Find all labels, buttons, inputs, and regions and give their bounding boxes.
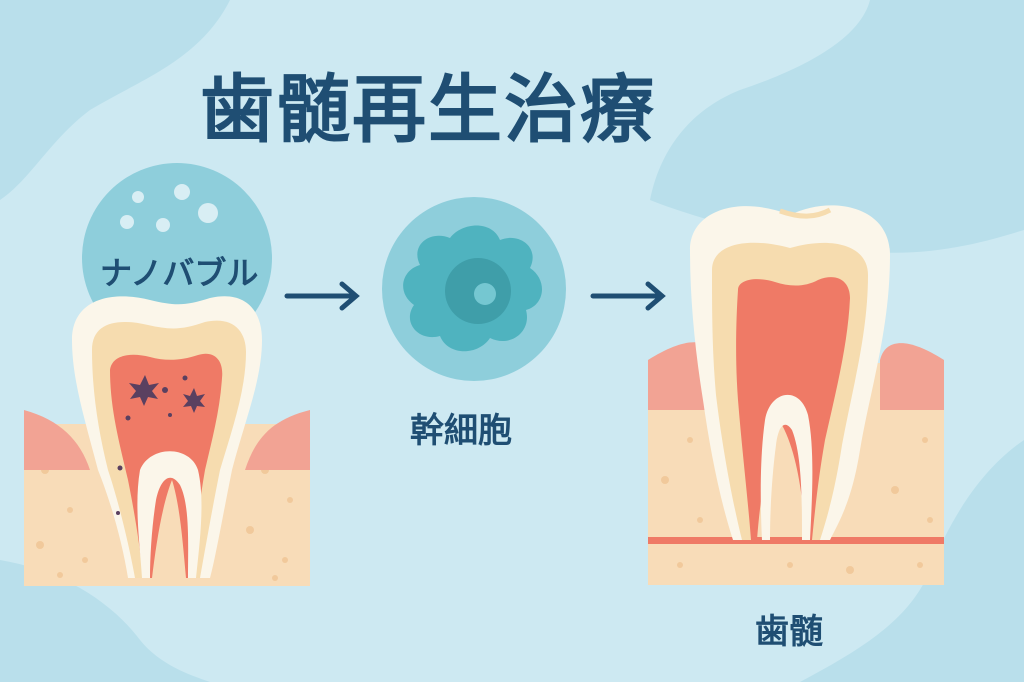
stem-cell	[382, 197, 566, 381]
stem-cell-label: 幹細胞	[410, 411, 512, 451]
blob-bottom-right	[800, 440, 1024, 682]
nanobubble-label: ナノバブル	[100, 254, 259, 292]
infected-tooth	[24, 296, 310, 586]
dental-pulp-label: 歯髄	[755, 612, 823, 652]
healthy-tooth	[648, 205, 944, 585]
page-title: 歯髄再生治療	[200, 67, 656, 153]
blob-bottom-left	[0, 560, 210, 682]
blob-top-right	[650, 0, 1024, 253]
blob-top-left	[0, 0, 230, 200]
arrow-right-1	[284, 281, 360, 311]
arrow-right-2	[590, 281, 666, 311]
